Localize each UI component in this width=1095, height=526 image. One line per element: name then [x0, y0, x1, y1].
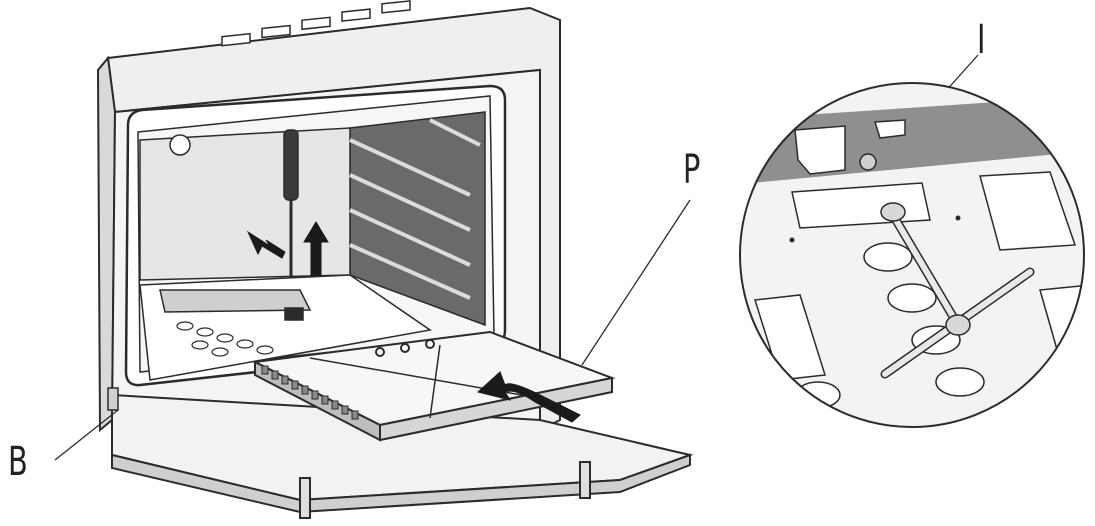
hinge-b	[107, 387, 119, 411]
screwdriver	[283, 129, 299, 290]
floor-holes	[176, 321, 274, 357]
detail-magnifier-border	[739, 82, 1085, 428]
open-door	[111, 393, 694, 519]
top-vents	[221, 0, 411, 47]
callout-label-i: I	[977, 17, 986, 63]
leader-line-p	[581, 199, 691, 366]
detail-magnifier	[740, 83, 1084, 427]
shelf-rails	[349, 118, 481, 300]
callout-label-b: B	[8, 439, 28, 485]
leader-line-b	[54, 409, 119, 461]
back-wall-hole	[169, 134, 191, 156]
callout-label-p: P	[683, 147, 701, 193]
lift-arrow	[476, 371, 581, 423]
panel-teeth	[261, 365, 359, 420]
